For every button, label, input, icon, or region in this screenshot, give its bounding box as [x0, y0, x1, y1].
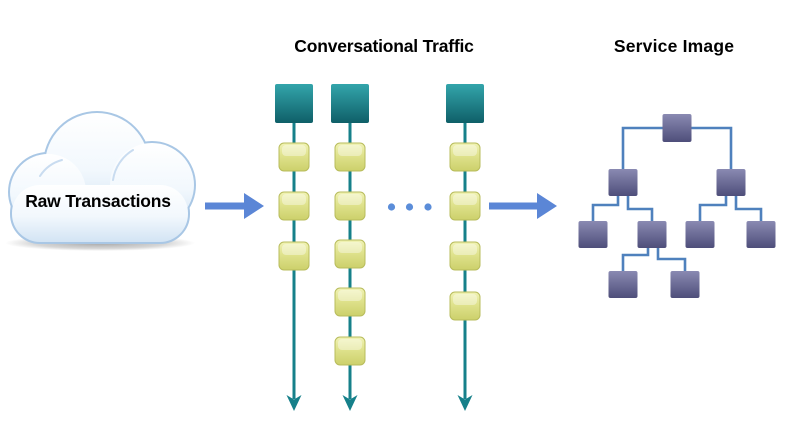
timeline-1-head-square [275, 84, 313, 123]
tree-node-grandchild-3 [685, 221, 715, 248]
cloud-icon [5, 111, 196, 251]
service-image-tree [578, 114, 776, 298]
timeline-1-arrowhead-icon [286, 395, 302, 411]
tree-connector [626, 195, 654, 222]
tree-nodes [578, 114, 776, 298]
tree-node-grandchild-1 [578, 221, 608, 248]
timeline-3-events [449, 142, 481, 321]
event-square [334, 191, 366, 221]
tree-connectors [591, 126, 763, 272]
tree-connector [691, 126, 733, 170]
event-square [449, 191, 481, 221]
timeline-1-events [278, 142, 310, 271]
event-square [449, 142, 481, 172]
flow-arrow-left-icon [205, 193, 264, 219]
event-square [334, 239, 366, 269]
timeline-3-arrowhead-icon [457, 395, 473, 411]
timeline-1 [275, 84, 313, 411]
timeline-3 [446, 84, 484, 411]
tree-connector [698, 195, 728, 222]
tree-node-child-left [608, 169, 638, 196]
tree-connector [656, 247, 687, 272]
event-square [449, 241, 481, 271]
timeline-2-head-square [331, 84, 369, 123]
raw-transactions-label: Raw Transactions [25, 191, 171, 211]
conversational-traffic-title: Conversational Traffic [294, 36, 474, 56]
event-square [278, 241, 310, 271]
event-square [278, 191, 310, 221]
tree-connector [621, 126, 663, 170]
tree-node-leaf-1 [608, 271, 638, 298]
timeline-2-arrowhead-icon [342, 395, 358, 411]
tree-connector [734, 195, 763, 222]
tree-connector [591, 195, 620, 222]
timeline-3-head-square [446, 84, 484, 123]
ellipsis-icon [387, 203, 432, 211]
timeline-2-events [334, 142, 366, 366]
tree-node-child-right [716, 169, 746, 196]
service-image-title: Service Image [613, 36, 735, 56]
tree-node-grandchild-2 [637, 221, 667, 248]
tree-node-root [662, 114, 692, 142]
timeline-2 [331, 84, 369, 411]
event-square [278, 142, 310, 172]
event-square [334, 287, 366, 317]
event-square [334, 142, 366, 172]
flow-arrow-right-icon [489, 193, 557, 219]
event-square [449, 291, 481, 321]
event-square [334, 336, 366, 366]
tree-node-grandchild-4 [746, 221, 776, 248]
tree-connector [621, 247, 650, 272]
tree-node-leaf-2 [670, 271, 700, 298]
